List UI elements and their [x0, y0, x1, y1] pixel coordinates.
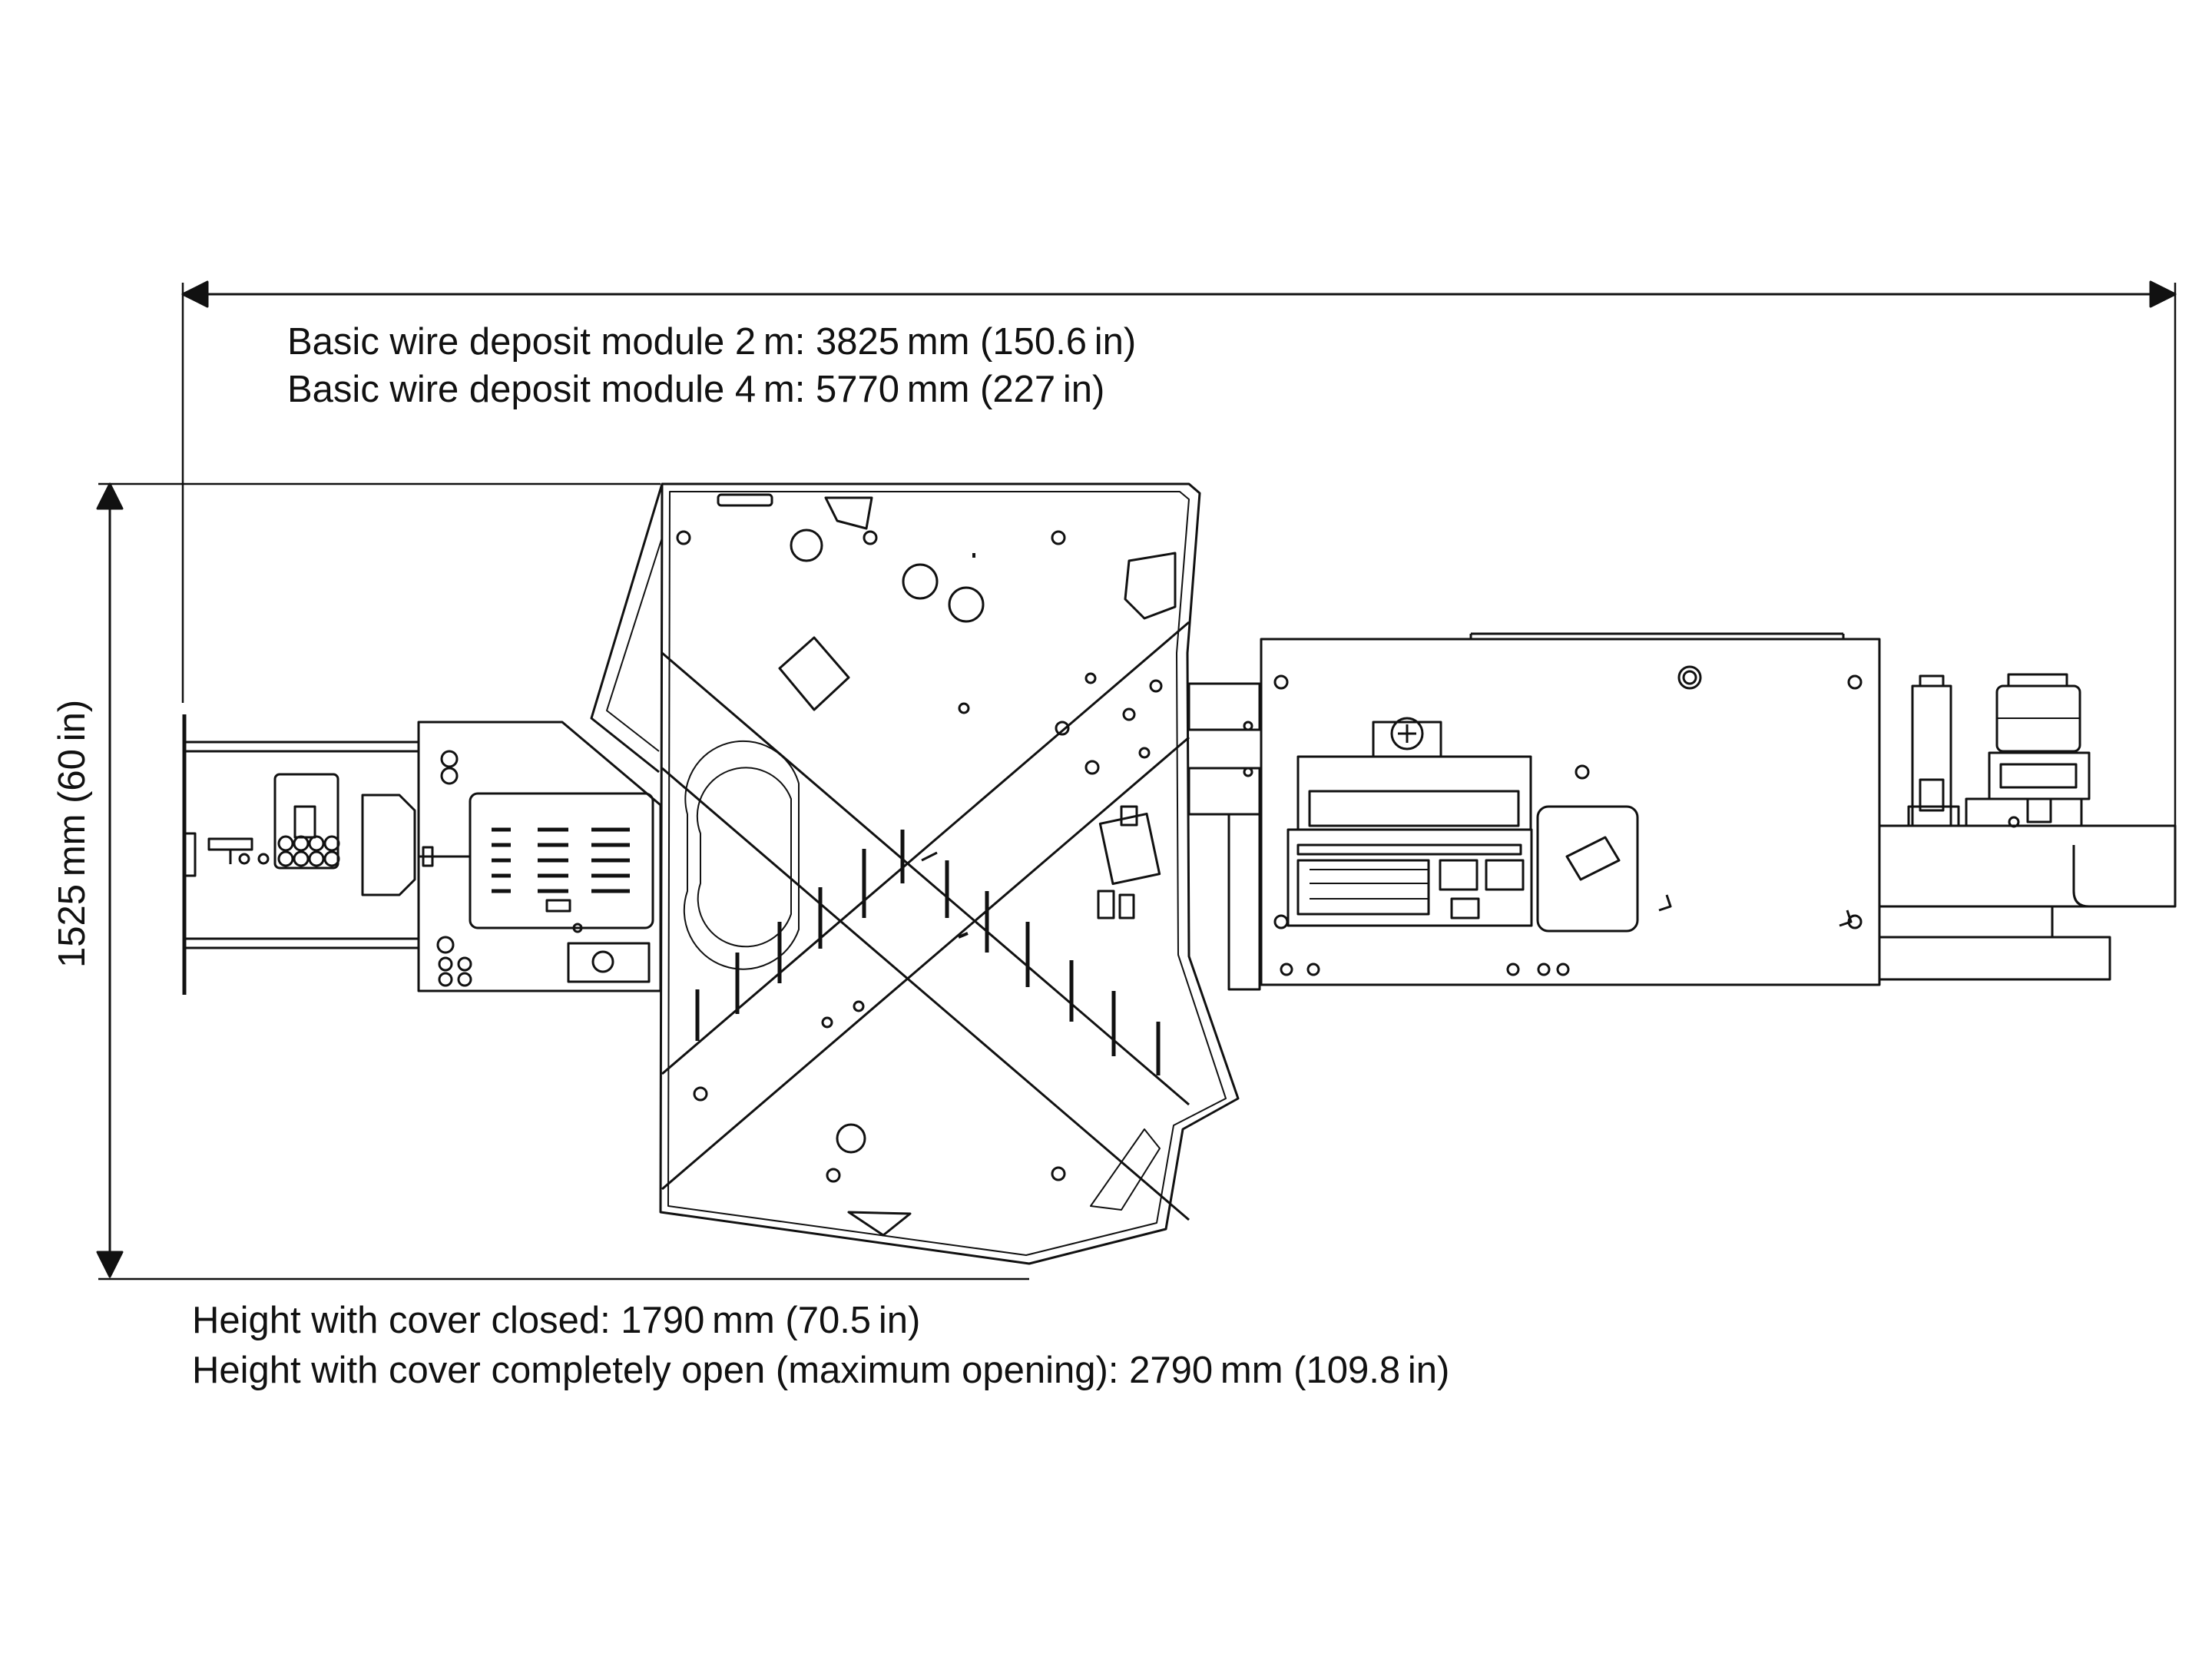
width-dimension-line	[181, 280, 2177, 828]
width-label-2m-module: Basic wire deposit module 2 m: 3825 mm (…	[287, 321, 1137, 363]
height-label-cover-open: Height with cover completely open (maxim…	[192, 1350, 1450, 1391]
central-processing-unit	[590, 482, 1240, 1265]
depth-label: 1525 mm (60 in)	[51, 699, 93, 968]
wire-infeed-rail	[182, 714, 419, 995]
left-control-module	[417, 721, 662, 992]
right-discharge-section	[1878, 673, 2177, 981]
depth-dimension-line	[96, 482, 1029, 1281]
width-label-4m-module: Basic wire deposit module 4 m: 5770 mm (…	[287, 369, 1105, 410]
height-label-cover-closed: Height with cover closed: 1790 mm (70.5 …	[192, 1300, 921, 1341]
connector-module	[1187, 682, 1261, 991]
right-processing-cabinet	[1260, 632, 1881, 986]
